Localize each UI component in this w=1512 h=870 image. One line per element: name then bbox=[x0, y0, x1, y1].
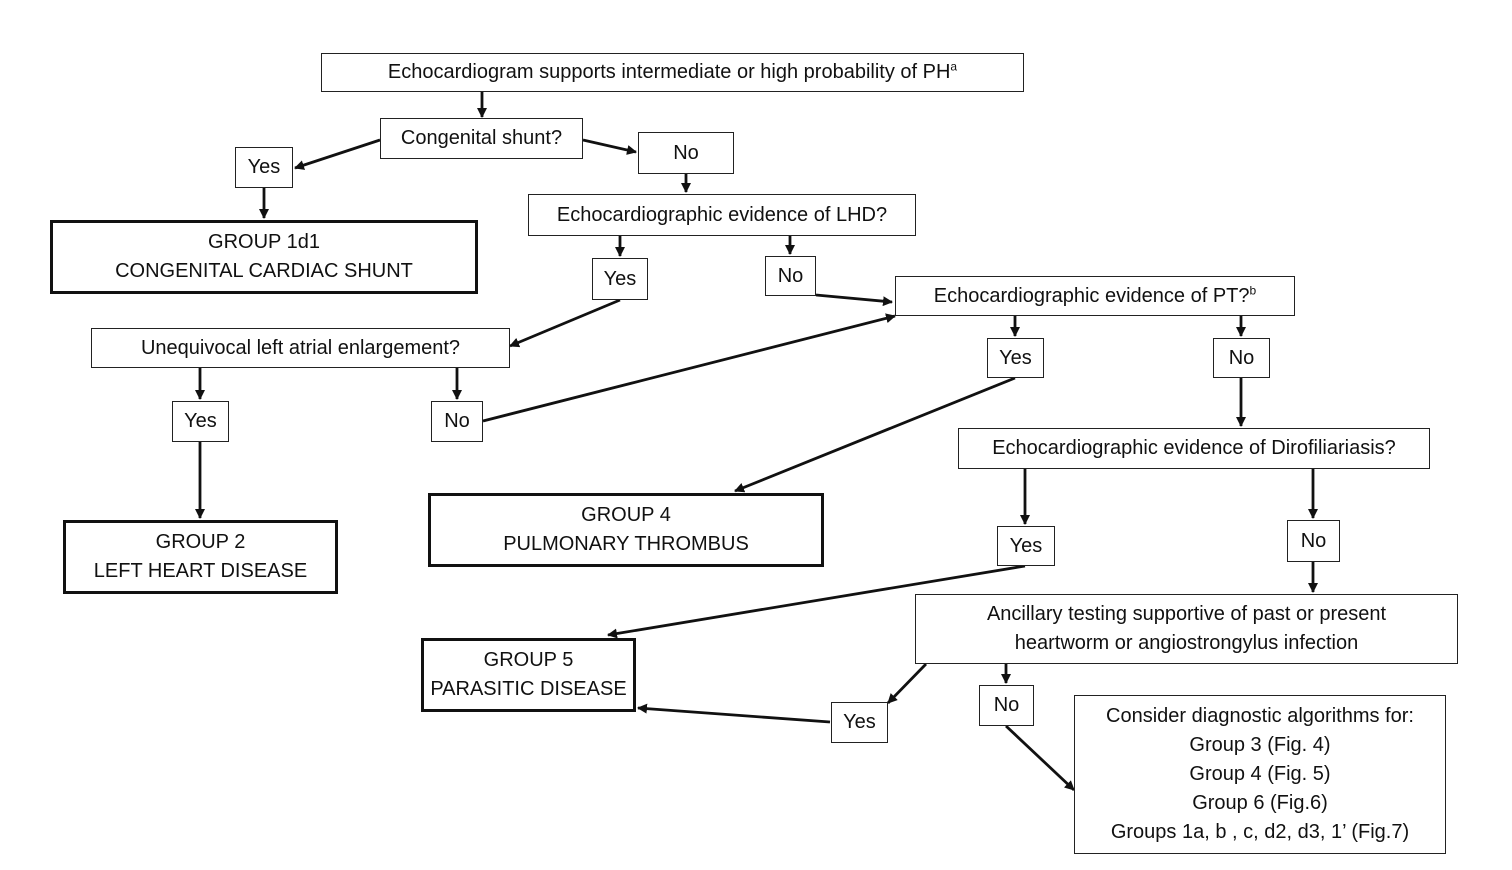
lhd-yes-box: Yes bbox=[592, 258, 648, 300]
group4-box: GROUP 4 PULMONARY THROMBUS bbox=[428, 493, 824, 567]
cs-yes-text: Yes bbox=[247, 156, 281, 178]
ancillary-line2: heartworm or angiostrongylus infection bbox=[1014, 632, 1359, 654]
arrow-ancno-to-consider bbox=[1005, 724, 1075, 792]
arrow-shunt-to-yes bbox=[294, 138, 381, 170]
consider-group3: Group 3 (Fig. 4) bbox=[1189, 734, 1331, 756]
arrow-lhdyes-to-lae bbox=[509, 298, 621, 348]
lhd-no-box: No bbox=[765, 256, 816, 296]
lae-yes-box: Yes bbox=[172, 401, 229, 442]
group5-subtitle: PARASITIC DISEASE bbox=[430, 678, 627, 700]
lae-no-text: No bbox=[444, 410, 470, 432]
cs-no-box: No bbox=[638, 132, 734, 174]
consider-algorithms-box: Consider diagnostic algorithms for: Grou… bbox=[1074, 695, 1446, 854]
lae-question-text: Unequivocal left atrial enlargement? bbox=[140, 336, 461, 359]
group1d1-box: GROUP 1d1 CONGENITAL CARDIAC SHUNT bbox=[50, 220, 478, 294]
pt-question-box: Echocardiographic evidence of PT?b bbox=[895, 276, 1295, 316]
group5-title: GROUP 5 bbox=[483, 649, 574, 671]
diro-question-text: Echocardiographic evidence of Dirofiliar… bbox=[992, 437, 1396, 459]
diro-no-text: No bbox=[1300, 529, 1327, 552]
arrow-lhdno-to-pt bbox=[815, 293, 893, 307]
consider-heading: Consider diagnostic algorithms for: bbox=[1106, 705, 1414, 727]
group1d1-subtitle: CONGENITAL CARDIAC SHUNT bbox=[115, 260, 413, 282]
congenital-shunt-text: Congenital shunt? bbox=[400, 127, 563, 149]
pt-no-text: No bbox=[1228, 346, 1255, 369]
echo-pha-box: Echocardiogram supports intermediate or … bbox=[321, 53, 1024, 92]
lae-yes-text: Yes bbox=[184, 410, 217, 432]
arrow-diroyes-to-group5 bbox=[607, 564, 1026, 639]
footnote-b: b bbox=[1249, 282, 1257, 297]
pt-yes-text: Yes bbox=[999, 346, 1032, 369]
pt-question-text: Echocardiographic evidence of PT? bbox=[933, 284, 1250, 307]
footnote-a: a bbox=[950, 59, 958, 74]
lhd-question-text: Echocardiographic evidence of LHD? bbox=[556, 203, 888, 226]
lae-no-box: No bbox=[431, 401, 483, 442]
congenital-shunt-box: Congenital shunt? bbox=[380, 118, 583, 159]
diro-no-box: No bbox=[1287, 520, 1340, 562]
arrow-ptyes-to-group4 bbox=[734, 376, 1016, 493]
consider-group4: Group 4 (Fig. 5) bbox=[1189, 763, 1331, 785]
lhd-yes-text: Yes bbox=[603, 267, 637, 290]
lae-question-box: Unequivocal left atrial enlargement? bbox=[91, 328, 510, 368]
ancillary-box: Ancillary testing supportive of past or … bbox=[915, 594, 1458, 664]
arrow-laeno-to-pt bbox=[482, 313, 896, 423]
diro-yes-box: Yes bbox=[997, 526, 1055, 566]
consider-groups1: Groups 1a, b , c, d2, d3, 1’ (Fig.7) bbox=[1110, 821, 1410, 843]
echo-pha-text: Echocardiogram supports intermediate or … bbox=[387, 61, 951, 83]
anc-no-box: No bbox=[979, 685, 1034, 726]
pt-no-box: No bbox=[1213, 338, 1270, 378]
group2-title: GROUP 2 bbox=[155, 531, 246, 553]
anc-yes-box: Yes bbox=[831, 702, 888, 743]
pt-yes-box: Yes bbox=[987, 338, 1044, 378]
group5-box: GROUP 5 PARASITIC DISEASE bbox=[421, 638, 636, 712]
arrow-ancillary-to-yes bbox=[886, 663, 928, 704]
diro-yes-text: Yes bbox=[1009, 534, 1043, 557]
arrow-shunt-to-no bbox=[582, 138, 637, 155]
group4-title: GROUP 4 bbox=[581, 504, 671, 526]
group2-subtitle: LEFT HEART DISEASE bbox=[93, 560, 308, 582]
ancillary-line1: Ancillary testing supportive of past or … bbox=[986, 603, 1387, 625]
group2-box: GROUP 2 LEFT HEART DISEASE bbox=[63, 520, 338, 594]
cs-no-text: No bbox=[673, 141, 699, 164]
diro-question-box: Echocardiographic evidence of Dirofiliar… bbox=[958, 428, 1430, 469]
anc-yes-text: Yes bbox=[843, 711, 876, 733]
anc-no-text: No bbox=[993, 694, 1020, 716]
lhd-question-box: Echocardiographic evidence of LHD? bbox=[528, 194, 916, 236]
lhd-no-text: No bbox=[777, 264, 804, 287]
group4-subtitle: PULMONARY THROMBUS bbox=[503, 533, 749, 555]
consider-group6: Group 6 (Fig.6) bbox=[1192, 792, 1328, 814]
cs-yes-box: Yes bbox=[235, 147, 293, 188]
arrow-ancyes-to-group5 bbox=[637, 703, 831, 724]
group1d1-title: GROUP 1d1 bbox=[208, 231, 320, 253]
